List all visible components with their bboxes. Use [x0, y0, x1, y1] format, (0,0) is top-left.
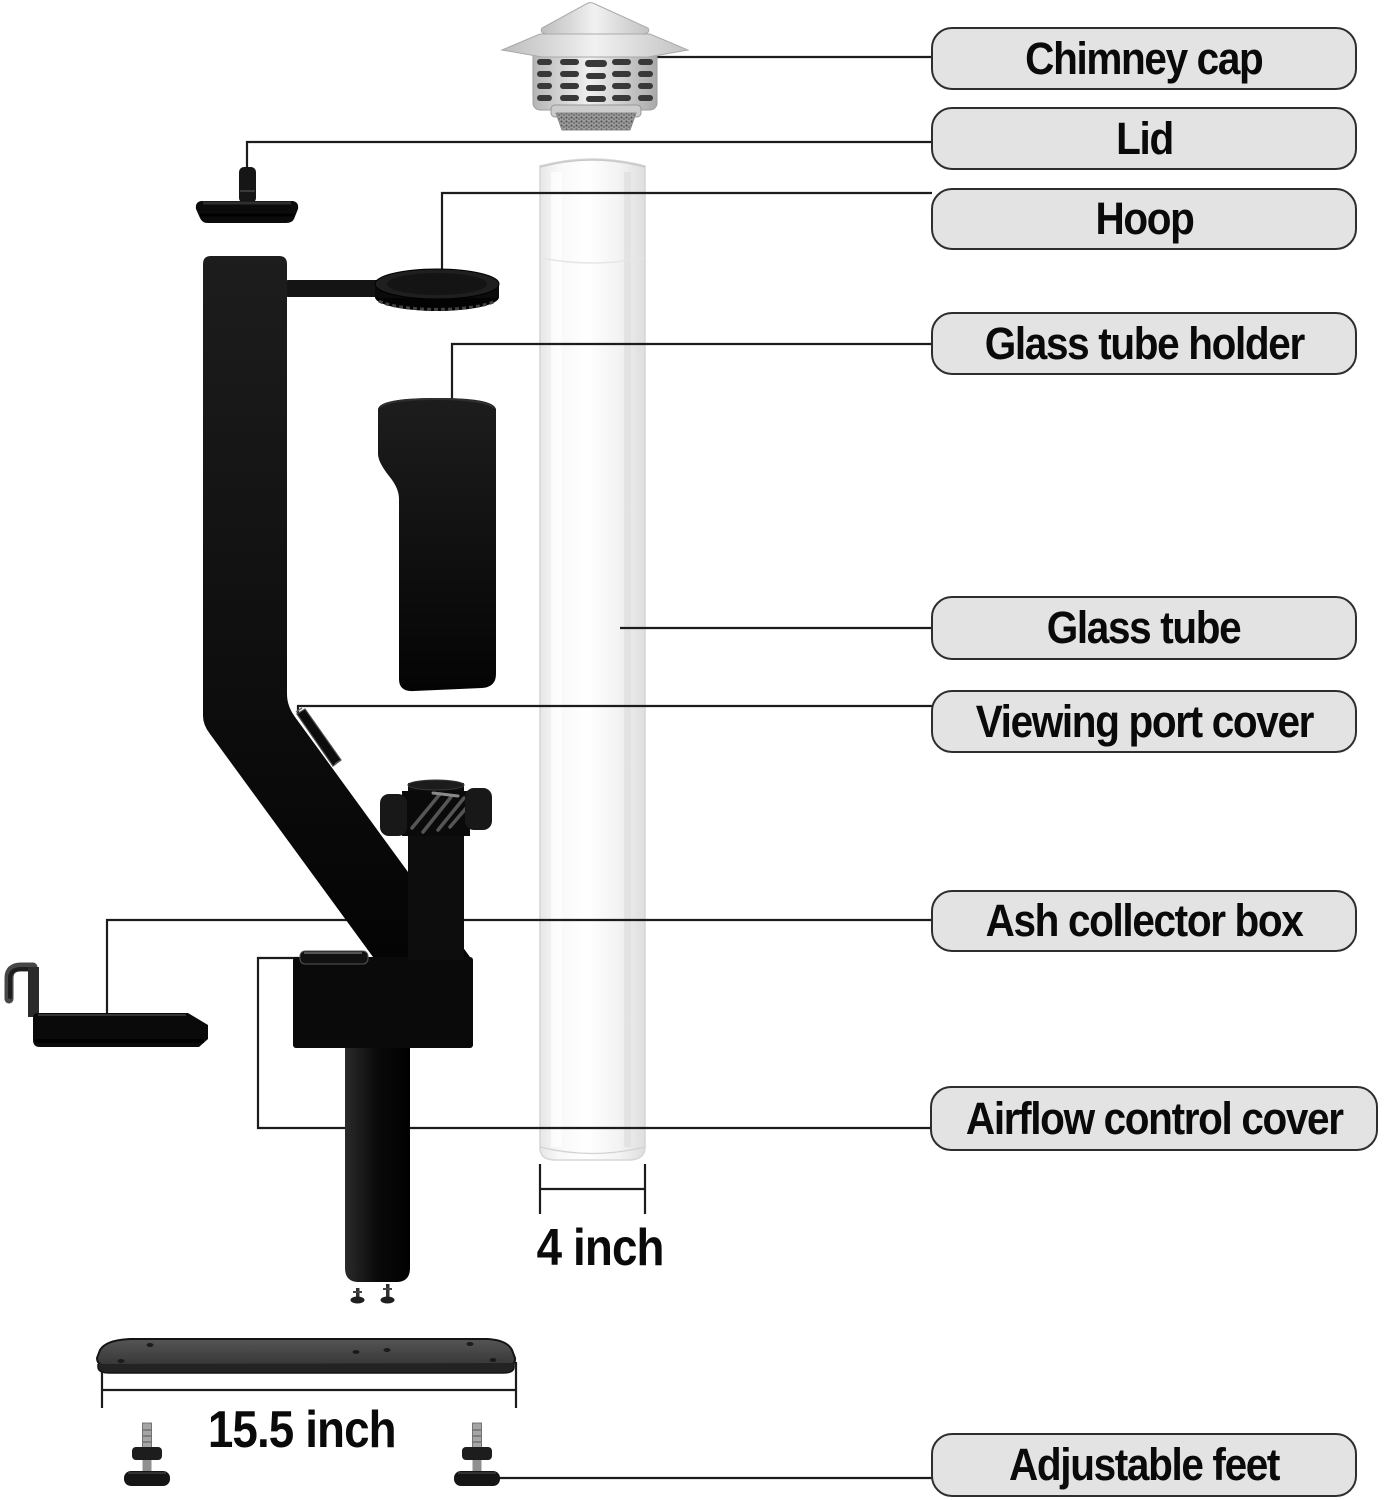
lid-illustration: [195, 167, 299, 223]
label-lid: Lid: [931, 107, 1357, 170]
label-text: Chimney cap: [1025, 32, 1264, 84]
glass-tube-illustration: [539, 158, 646, 1161]
label-glass-tube-holder: Glass tube holder: [931, 312, 1357, 375]
label-hoop: Hoop: [931, 188, 1357, 250]
label-text: Glass tube holder: [984, 317, 1304, 369]
label-ash-collector-box: Ash collector box: [931, 890, 1357, 952]
label-chimney-cap: Chimney cap: [931, 27, 1357, 90]
label-text: Hoop: [1094, 193, 1194, 244]
ash-collector-box-illustration: [4, 962, 208, 1047]
airflow-control-cover-illustration: [299, 950, 369, 965]
damper-valve-illustration: [380, 779, 492, 960]
label-text: Viewing port cover: [975, 695, 1314, 747]
label-text: Lid: [1115, 112, 1174, 164]
label-text: Glass tube: [1047, 602, 1242, 653]
glass-tube-holder-illustration: [378, 397, 496, 692]
base-plate-illustration: [95, 1338, 517, 1374]
adjustable-feet-illustration: [124, 1422, 500, 1486]
connector-glass-tube-holder: [450, 342, 932, 412]
label-adjustable-feet: Adjustable feet: [931, 1433, 1357, 1497]
label-airflow-control-cover: Airflow control cover: [930, 1086, 1378, 1151]
dimension-base-width: 15.5 inch: [208, 1401, 397, 1459]
dimension-tube-diameter: 4 inch: [536, 1219, 665, 1277]
pedestal-illustration: [345, 1048, 410, 1304]
screw-icon: [380, 1284, 395, 1304]
label-text: Ash collector box: [985, 895, 1304, 946]
connector-ash-collector-box: [105, 918, 932, 1015]
label-text: Adjustable feet: [1008, 1439, 1280, 1490]
label-glass-tube: Glass tube: [931, 596, 1357, 660]
dimension-lines-tube-diameter: [538, 1164, 647, 1214]
foot-icon: [454, 1422, 500, 1486]
screw-icon: [350, 1288, 365, 1304]
connector-lid: [245, 140, 932, 169]
label-text: Airflow control cover: [965, 1092, 1344, 1144]
label-viewing-port-cover: Viewing port cover: [931, 690, 1357, 753]
stove-body-illustration: [203, 256, 473, 1048]
connector-hoop: [440, 191, 932, 280]
chimney-cap-illustration: [500, 2, 690, 131]
connector-airflow-control-cover: [256, 956, 932, 1130]
hoop-illustration: [374, 268, 500, 311]
foot-icon: [124, 1422, 170, 1486]
